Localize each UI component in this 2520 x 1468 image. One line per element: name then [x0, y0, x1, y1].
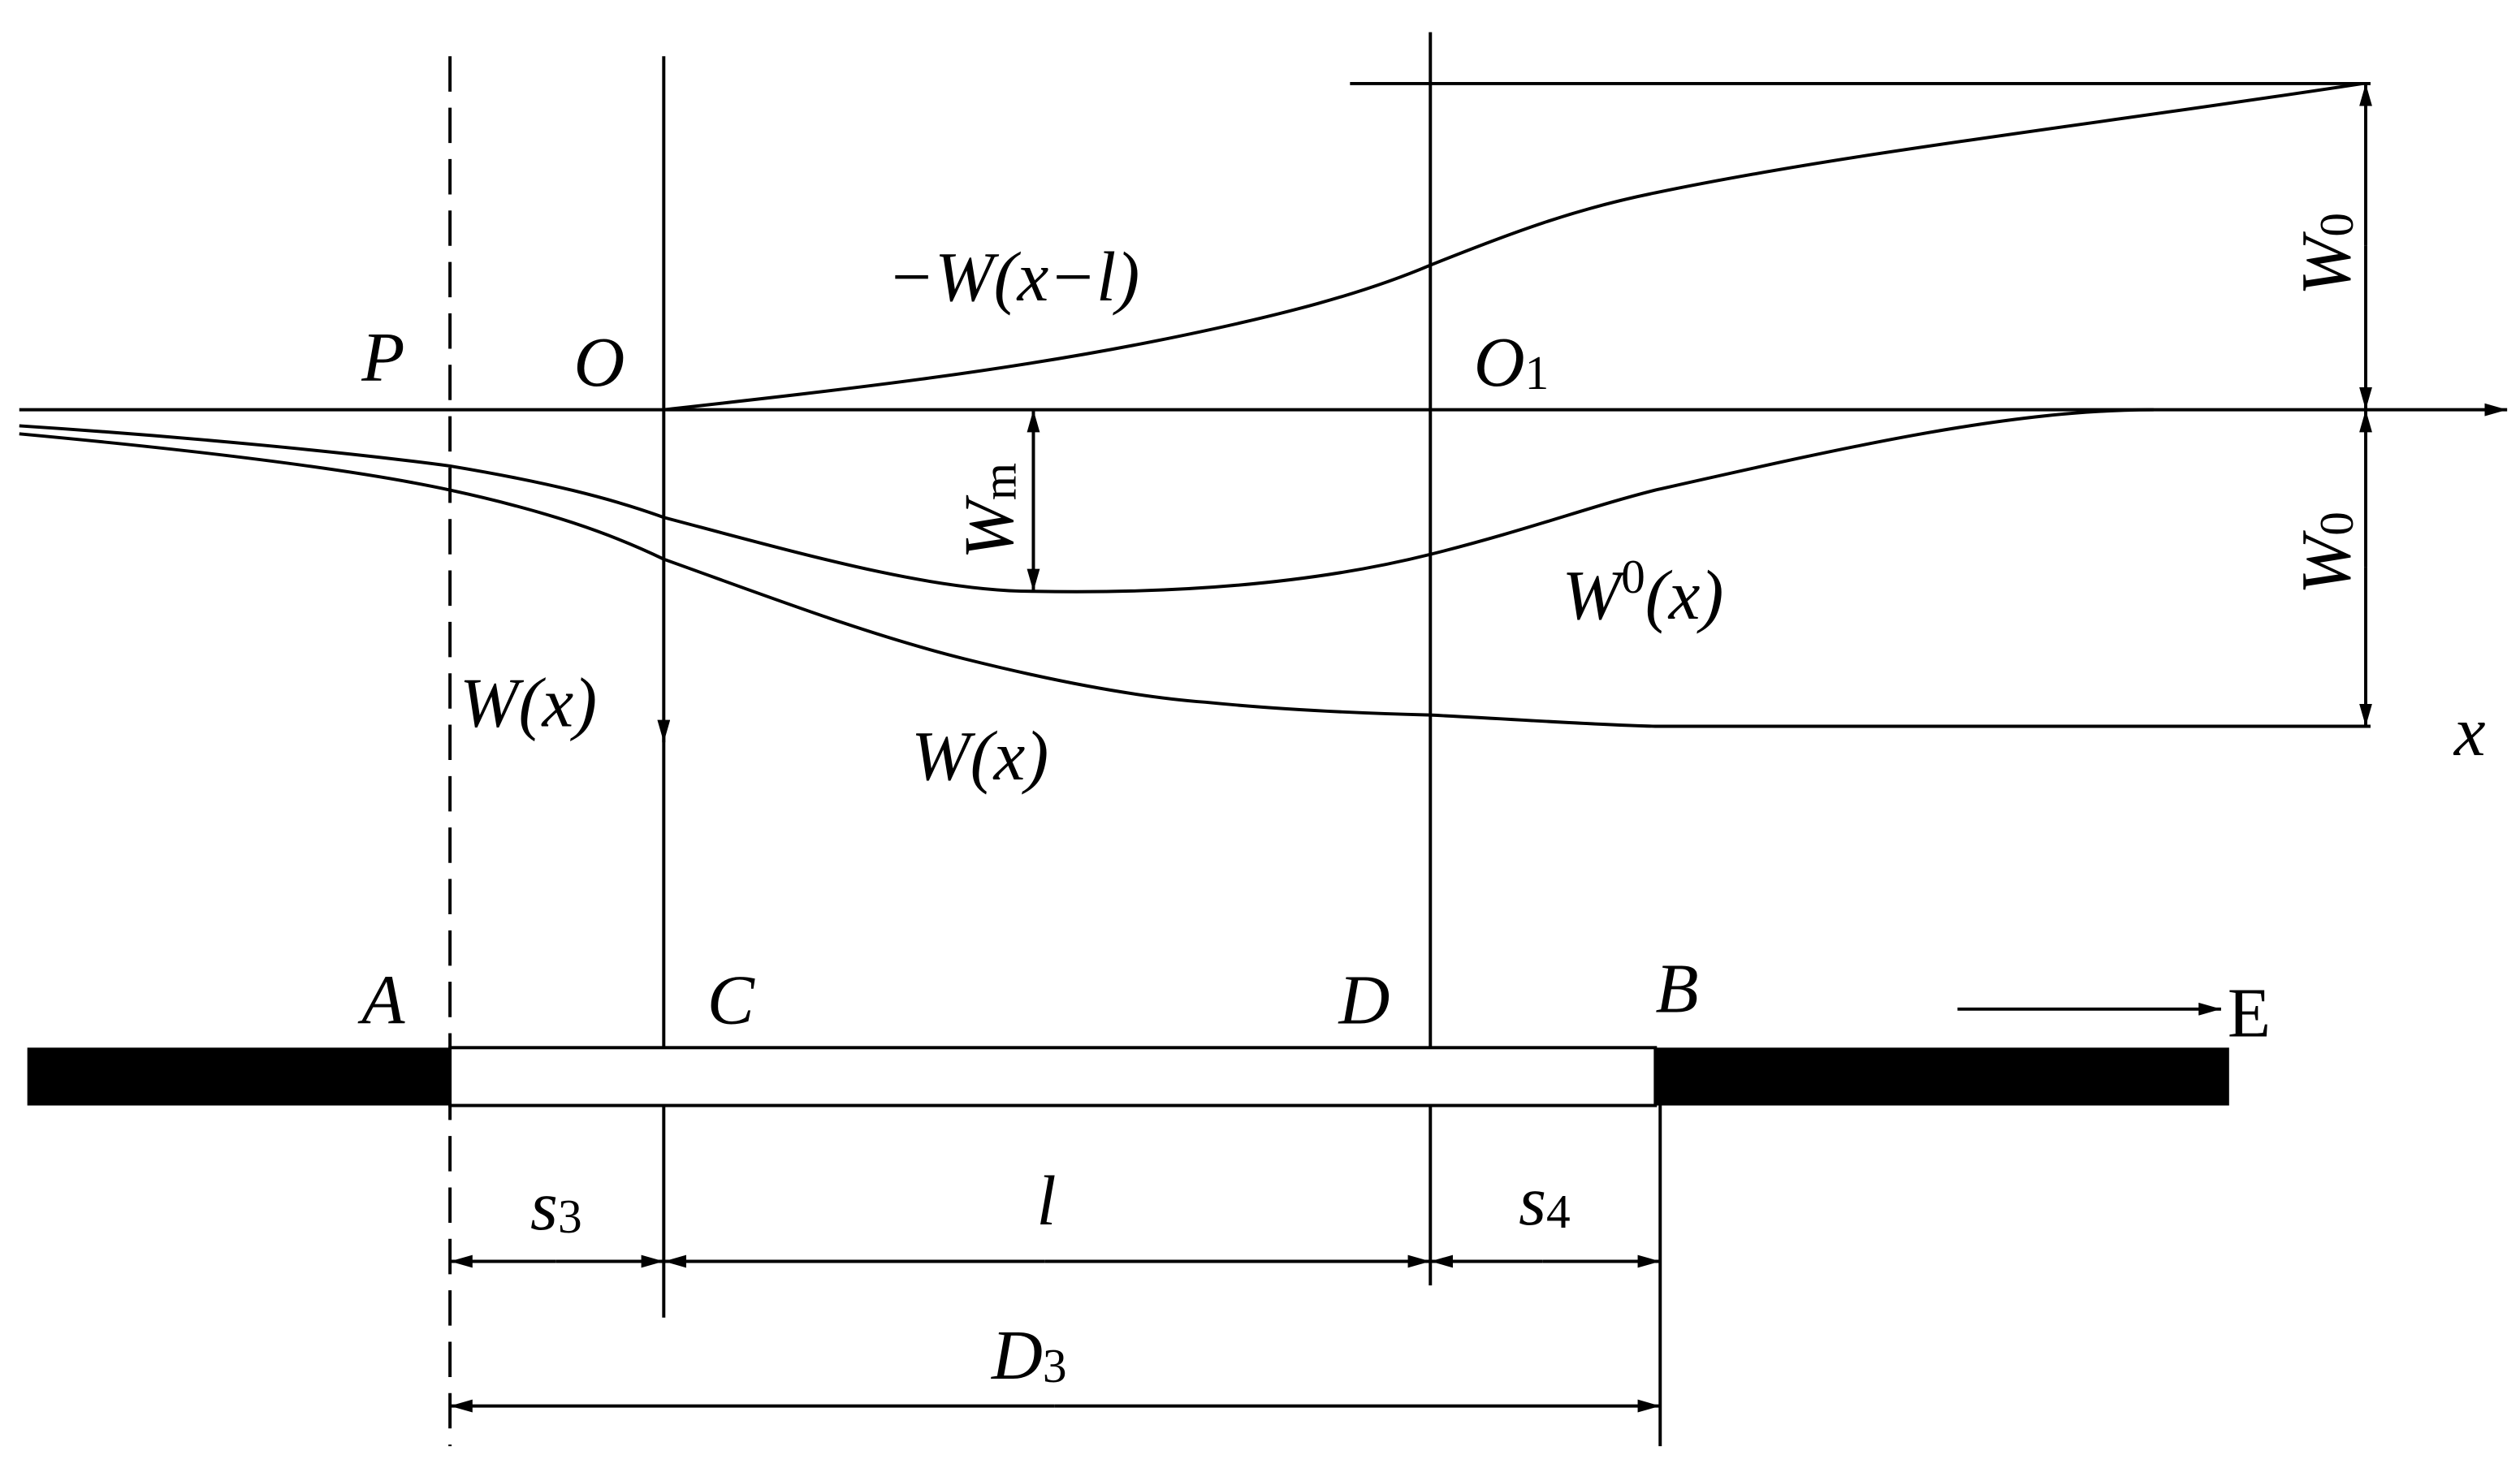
curve-W: [19, 432, 1800, 728]
label-W0x: W0(x): [1563, 550, 1724, 634]
label-shifted-curve: −W(x−l): [887, 237, 1139, 316]
label-B: B: [1655, 949, 1698, 1028]
label-P: P: [361, 317, 404, 396]
left-block: [27, 1047, 451, 1106]
label-D: D: [1338, 961, 1390, 1039]
curve-shifted-W: [663, 81, 2363, 412]
label-W0-top: W0: [2286, 213, 2365, 296]
label-A: A: [357, 961, 405, 1039]
label-C: C: [707, 961, 755, 1039]
label-D3: D3: [991, 1315, 1067, 1394]
right-block: [1655, 1047, 2229, 1106]
label-Wx-curve: W(x): [911, 716, 1048, 795]
gap-region: [448, 1046, 1658, 1107]
label-O: O: [573, 322, 625, 401]
label-O1: O1: [1474, 322, 1550, 401]
label-E: E: [2228, 973, 2271, 1051]
curve-W0: [19, 408, 2154, 594]
label-Wm: Wm: [949, 463, 1028, 559]
x-axis-label: x: [2453, 692, 2486, 771]
label-l: l: [1036, 1161, 1056, 1240]
label-W0-bottom: W0: [2286, 512, 2365, 594]
label-s4: s4: [1519, 1161, 1571, 1240]
label-Wx-axis: W(x): [460, 663, 597, 742]
label-s3: s3: [530, 1166, 582, 1245]
